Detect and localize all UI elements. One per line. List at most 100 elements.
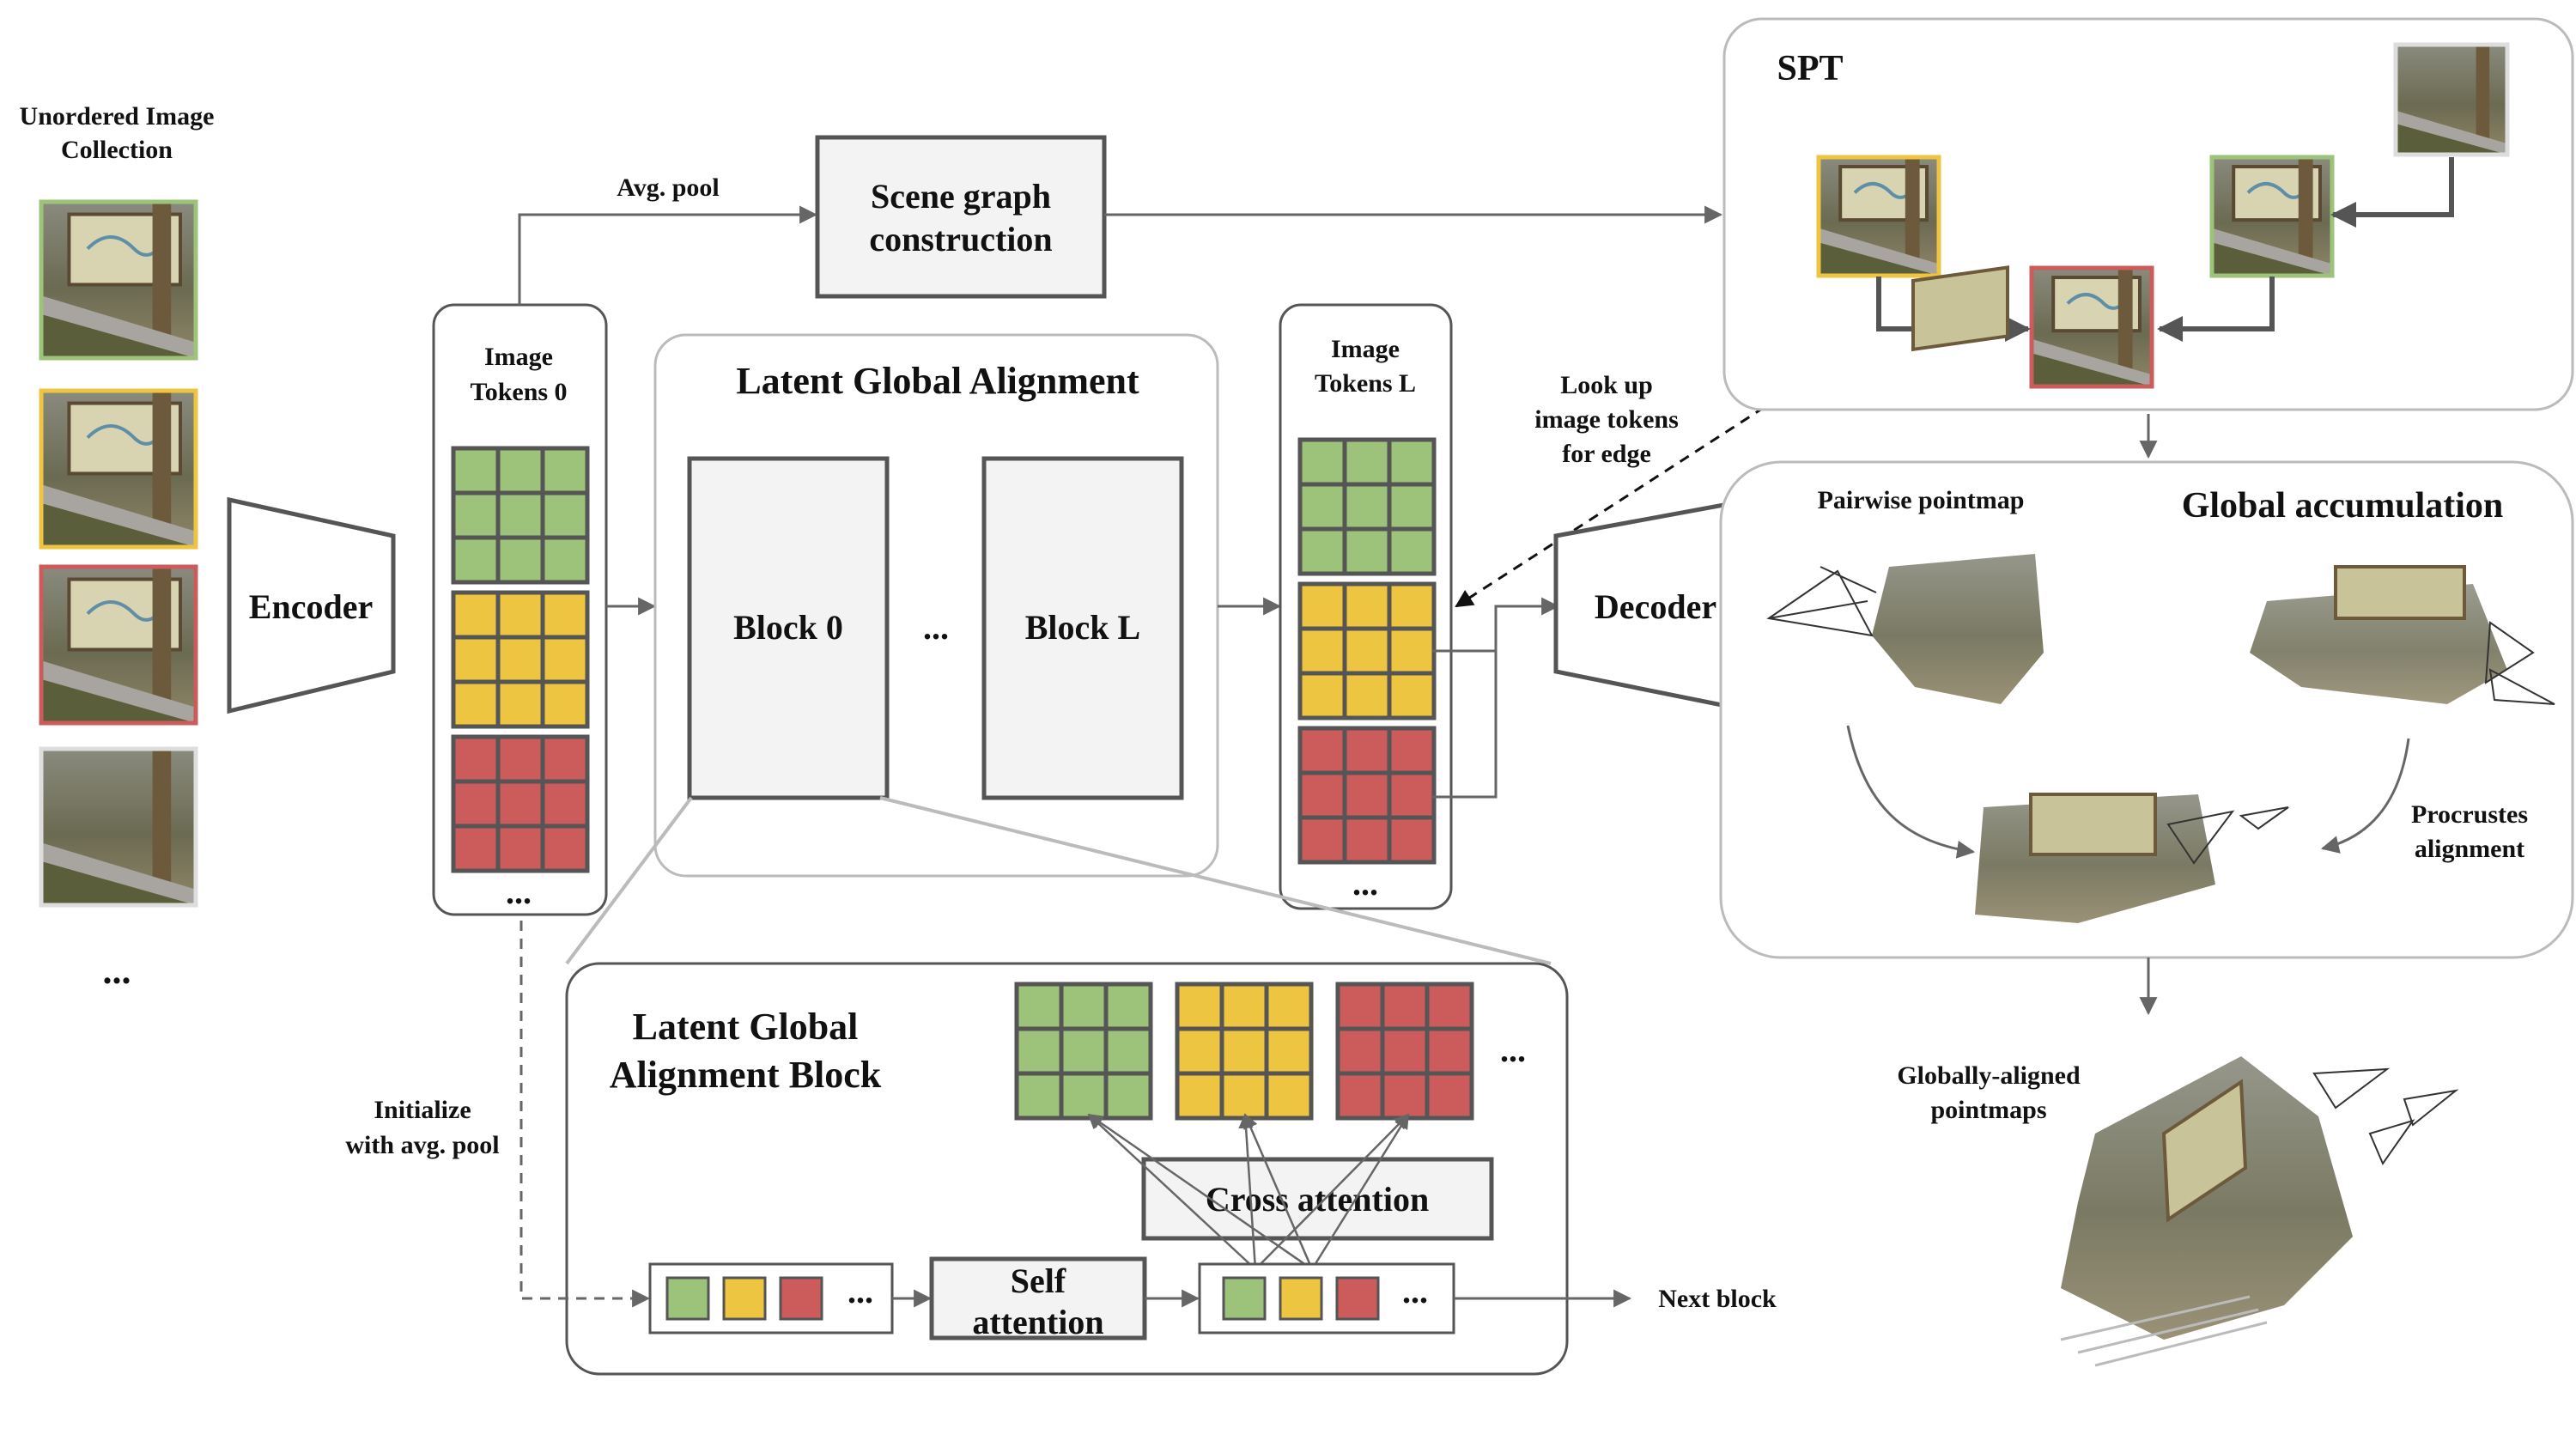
camera-frustum-icon [1766,566,1877,637]
zoom-line-right [879,796,1552,965]
camera-frustum-icon [2166,806,2289,865]
thumbnail-border [39,388,198,550]
self-attention-line2: attention [972,1303,1103,1341]
spt-node-2 [2029,265,2154,389]
init-line1: Initialize [374,1096,471,1124]
pairwise-to-merged-arrow [1846,725,1976,859]
token-cell [1297,581,1347,631]
procrustes-line2: alignment [2415,835,2524,863]
latent-token-green [665,1276,710,1321]
lookup-line3: for edge [1562,440,1651,468]
output-line1: Globally-aligned [1897,1061,2081,1090]
token-cell [1387,526,1437,576]
token-cell [1059,1071,1109,1121]
zoom-line-left [565,796,693,965]
row-in-dots: ... [848,1272,873,1310]
decoder-label: Decoder [1595,587,1716,626]
token-cell [540,590,590,640]
self-attention-line1: Self [1011,1261,1066,1300]
lga-block-title-line2: Alignment Block [610,1054,882,1096]
token-cell [451,446,501,495]
token-cell [1297,770,1347,820]
thumbnail-border [1816,155,1941,278]
lga-block-title-line1: Latent Global [633,1006,859,1048]
encoder-block [227,496,396,714]
token-cell [1342,626,1392,676]
token-cell [1219,982,1269,1031]
token-grid-yellow [1297,581,1437,720]
token-cell [540,824,590,873]
camera-frustum-icon [2484,621,2555,705]
tokensL-line1: Image [1331,335,1400,363]
token-cell [540,490,590,540]
input-image-4 [39,746,198,908]
token-cell [1264,1026,1314,1076]
token-cell [495,635,545,684]
token-cell [1335,1026,1385,1076]
spt-title: SPT [1777,49,1843,88]
token-cell [1297,482,1347,532]
token-cell [1387,581,1437,631]
token-cell [1342,482,1392,532]
token-cell [540,679,590,729]
spt-tree-nodes [1816,42,2510,389]
token-grid-green [451,446,590,585]
token-cell [1059,982,1109,1031]
globally-aligned-pointmap-cloud [2060,1056,2459,1367]
token-cell [495,734,545,784]
latent-token-grids [1014,982,1474,1121]
row-out-dots: ... [1402,1272,1428,1310]
token-cell [451,590,501,640]
thumbnail-border [2029,265,2154,389]
token-cell [495,535,545,585]
input-image-1 [39,199,198,361]
input-title-line2: Collection [61,136,173,164]
thumbnail-border [2393,42,2510,157]
token-cell [1380,982,1430,1031]
token-cell [1219,1026,1269,1076]
token-cell [540,535,590,585]
latent-token-yellow [1279,1276,1323,1321]
global-accumulation-title: Global accumulation [2182,486,2504,526]
init-line2: with avg. pool [345,1131,499,1159]
token-cell [1425,1026,1474,1076]
token-cell [1342,526,1392,576]
avg-pool-label: Avg. pool [617,173,719,202]
output-line2: pointmaps [1930,1096,2046,1124]
token-cell [1014,1071,1064,1121]
token-cell [451,734,501,784]
token-cell [1342,671,1392,720]
token-cell [1175,1071,1224,1121]
token-grid-red [1297,726,1437,865]
avg-pool-arrow [518,205,818,305]
cross-attention-box [1141,1157,1494,1241]
token-grid-red [451,734,590,873]
token-cell [495,779,545,829]
next-block-label: Next block [1658,1285,1777,1313]
token-cell [495,446,545,495]
latent-input-row-tokens [665,1276,823,1321]
spt-node-3 [2209,155,2335,278]
token-cell [1387,482,1437,532]
token-cell [540,779,590,829]
camera-frustum-icon [2312,1067,2459,1166]
token-cell [1014,1026,1064,1076]
token-cell [1387,437,1437,487]
token-cell [1014,982,1064,1031]
token-cell [1387,770,1437,820]
token-cell [451,490,501,540]
token-cell [451,535,501,585]
token-cell [1425,1071,1474,1121]
tokensL-ellipsis: ... [1352,864,1378,903]
token-cell [540,635,590,684]
token-cell [540,446,590,495]
token-cell [1342,726,1392,775]
lookup-line1: Look up [1560,371,1653,399]
latent-token-yellow [722,1276,767,1321]
lookup-line2: image tokens [1534,405,1679,434]
merged-pointmap-cloud [1975,793,2289,923]
spt-node-1 [1816,155,1941,278]
token-cell [1380,1026,1430,1076]
